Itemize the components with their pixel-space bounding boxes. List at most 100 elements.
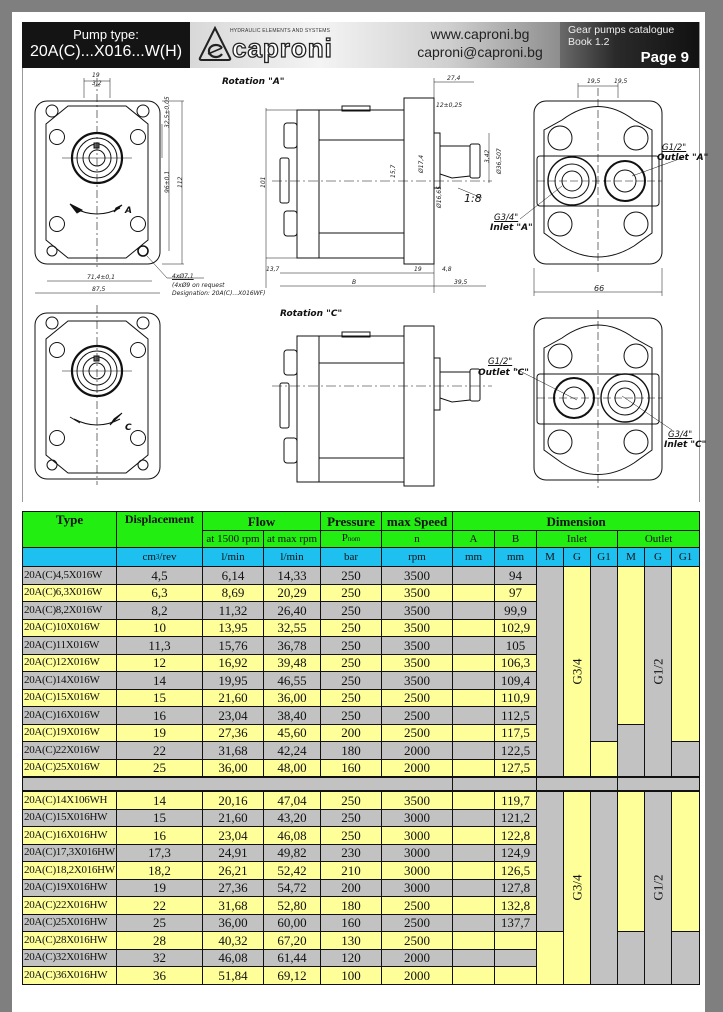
dim-b-cell: 97: [494, 583, 538, 602]
book-number: Book 1.2: [568, 36, 610, 48]
displacement-cell: 25: [116, 758, 203, 778]
col-type: Type: [22, 511, 117, 548]
pressure-cell: 250: [320, 826, 383, 845]
dim-71-4: 71,4±0,1: [87, 274, 115, 281]
dim-36-507: Ø36,507: [496, 148, 503, 174]
type-cell: 20A(C)25X016W: [22, 758, 117, 778]
col-max-speed: max Speed: [381, 511, 454, 531]
displacement-cell: 15: [116, 808, 203, 827]
speed-cell: 3000: [381, 878, 454, 897]
dim-a-cell: [452, 808, 496, 827]
col-pressure-symbol: Pnom: [320, 530, 383, 548]
inlet-a-size: G3/4": [494, 213, 519, 223]
unit-displacement: cm3/rev: [116, 547, 203, 567]
type-cell: 20A(C)16X016W: [22, 706, 117, 725]
flow-1500-cell: 19,95: [202, 671, 264, 690]
inlet-m-cell: [536, 566, 565, 778]
speed-cell: 2000: [381, 758, 454, 778]
dim-a-cell: [452, 653, 496, 672]
flow-1500-cell: 11,32: [202, 601, 264, 620]
type-cell: 20A(C)10X016W: [22, 618, 117, 637]
dim-3-2: 3,2: [92, 80, 102, 87]
unit-flow-1500: l/min: [202, 547, 264, 567]
displacement-cell: 36: [116, 966, 203, 985]
unit-disp-sup: 3: [155, 552, 160, 561]
pump-type-label: Pump type:: [73, 27, 139, 42]
type-cell: 20A(C)18,2X016HW: [22, 861, 117, 880]
side-view-a: [265, 78, 492, 293]
dim-32-5: 32,5±0,05: [164, 96, 171, 128]
flow-1500-cell: 16,92: [202, 653, 264, 672]
type-cell: 20A(C)19X016W: [22, 723, 117, 742]
pressure-cell: 130: [320, 931, 383, 950]
flow-1500-cell: 24,91: [202, 843, 264, 862]
col-inlet-g: G: [563, 547, 592, 567]
flow-max-cell: 38,40: [262, 706, 322, 725]
speed-cell: 3000: [381, 826, 454, 845]
pressure-cell: 200: [320, 878, 383, 897]
rotation-arrow-a-label: A: [125, 206, 132, 216]
outlet-g1-cell: [671, 790, 701, 932]
displacement-cell: 4,5: [116, 566, 203, 585]
port-view-a: [519, 83, 683, 296]
inlet-m-cell-lower: [536, 931, 565, 985]
website-link[interactable]: www.caproni.bg: [430, 26, 530, 42]
dim-27-4: 27,4: [447, 75, 461, 82]
outlet-g-cell-text: G1/2: [650, 658, 666, 685]
outlet-m-cell-lower: [617, 931, 646, 985]
type-cell: 20A(C)15X016HW: [22, 808, 117, 827]
unit-flow-max: l/min: [262, 547, 322, 567]
unit-pressure: bar: [320, 547, 383, 567]
dim-a-cell: [452, 583, 496, 602]
flow-1500-cell: 21,60: [202, 688, 264, 707]
speed-cell: 2500: [381, 913, 454, 932]
holes-dim: 4xØ7,1: [172, 273, 194, 280]
flow-max-cell: 60,00: [262, 913, 322, 932]
dim-87-5: 87,5: [92, 286, 106, 293]
brand-band: HYDRAULIC ELEMENTS AND SYSTEMS caproni w…: [190, 22, 560, 68]
speed-cell: 3500: [381, 566, 454, 585]
speed-cell: 3000: [381, 861, 454, 880]
flow-1500-cell: 27,36: [202, 723, 264, 742]
separator-cell: [452, 776, 538, 792]
type-cell: 20A(C)25X016HW: [22, 913, 117, 932]
dim-a-cell: [452, 861, 496, 880]
inlet-c-label: Inlet "C": [664, 440, 707, 450]
dim-a-cell: [452, 566, 496, 585]
dim-a-cell: [452, 948, 496, 967]
unit-a: mm: [452, 547, 496, 567]
pressure-cell: 250: [320, 671, 383, 690]
flow-1500-cell: 13,95: [202, 618, 264, 637]
dim-a-cell: [452, 913, 496, 932]
col-displacement: Displacement: [116, 511, 203, 548]
dim-b-cell: 102,9: [494, 618, 538, 637]
dim-a-cell: [452, 688, 496, 707]
flow-max-cell: 36,78: [262, 636, 322, 655]
dim-19-5-left: 19,5: [587, 78, 601, 85]
dim-a-cell: [452, 931, 496, 950]
displacement-cell: 17,3: [116, 843, 203, 862]
dim-17-4: Ø17,4: [418, 154, 425, 173]
pressure-cell: 250: [320, 808, 383, 827]
dim-b-cell: 117,5: [494, 723, 538, 742]
outlet-g-cell: G1/2: [644, 790, 673, 985]
pressure-cell: 250: [320, 566, 383, 585]
displacement-cell: 15: [116, 688, 203, 707]
type-cell: 20A(C)11X016W: [22, 636, 117, 655]
col-flow-max: at max rpm: [262, 530, 322, 548]
inlet-g-cell: G3/4: [563, 790, 592, 985]
contact-info: www.caproni.bg caproni@caproni.bg: [400, 25, 560, 61]
flow-max-cell: 39,48: [262, 653, 322, 672]
drawing-canvas: [34, 78, 683, 488]
col-inlet-m: M: [536, 547, 565, 567]
outlet-g-cell-text: G1/2: [650, 874, 666, 901]
email-link[interactable]: caproni@caproni.bg: [417, 44, 543, 60]
flow-1500-cell: 8,69: [202, 583, 264, 602]
